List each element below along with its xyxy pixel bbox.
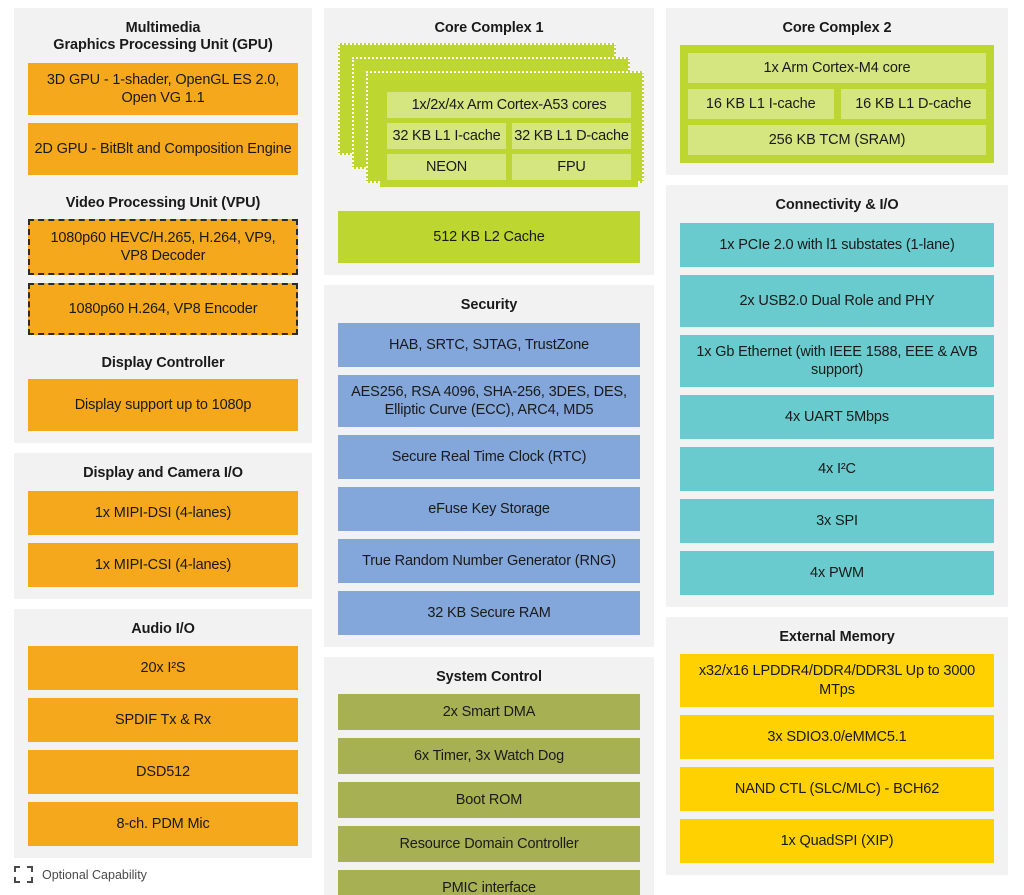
cc2-row-l1: 16 KB L1 I-cache 16 KB L1 D-cache (688, 89, 986, 120)
block-resource-domain-controller[interactable]: Resource Domain Controller (338, 826, 640, 863)
subtitle-vpu: Video Processing Unit (VPU) (65, 195, 261, 212)
cc1-row-l1: 32 KB L1 I-cache 32 KB L1 D-cache (387, 123, 631, 150)
block-pdm-mic[interactable]: 8-ch. PDM Mic (28, 802, 298, 847)
diagram-columns: Multimedia Graphics Processing Unit (GPU… (14, 8, 1010, 895)
block-secure-ram[interactable]: 32 KB Secure RAM (338, 591, 640, 636)
block-lpddr4[interactable]: x32/x16 LPDDR4/DDR4/DDR3L Up to 3000 MTp… (680, 654, 994, 707)
cc2-row-tcm: 256 KB TCM (SRAM) (688, 125, 986, 156)
middle-column: Core Complex 1 1x/2x/4x Arm Cortex-A53 c… (324, 8, 654, 895)
cell-a53-cores[interactable]: 1x/2x/4x Arm Cortex-A53 cores (387, 92, 631, 119)
block-pcie[interactable]: 1x PCIe 2.0 with l1 substates (1-lane) (680, 222, 994, 267)
block-spdif[interactable]: SPDIF Tx & Rx (28, 698, 298, 743)
cc1-row-neon-fpu: NEON FPU (387, 154, 631, 181)
block-gb-ethernet[interactable]: 1x Gb Ethernet (with IEEE 1588, EEE & AV… (680, 334, 994, 388)
block-mipi-dsi[interactable]: 1x MIPI-DSI (4-lanes) (28, 490, 298, 535)
panel-title-system-control: System Control (436, 669, 542, 686)
block-2d-gpu[interactable]: 2D GPU - BitBlt and Composition Engine (28, 123, 298, 176)
core-complex-1-stack: 1x/2x/4x Arm Cortex-A53 cores 32 KB L1 I… (338, 43, 644, 201)
panel-audio-io: Audio I/O 20x I²S SPDIF Tx & Rx DSD512 8… (14, 608, 312, 859)
panel-connectivity: Connectivity & I/O 1x PCIe 2.0 with l1 s… (666, 185, 1008, 608)
block-spi[interactable]: 3x SPI (680, 499, 994, 544)
block-timer-watchdog[interactable]: 6x Timer, 3x Watch Dog (338, 738, 640, 775)
block-nand-ctl[interactable]: NAND CTL (SLC/MLC) - BCH62 (680, 766, 994, 811)
multimedia-title-line1: Multimedia (125, 20, 201, 36)
block-i2c[interactable]: 4x I²C (680, 447, 994, 492)
panel-multimedia: Multimedia Graphics Processing Unit (GPU… (14, 8, 312, 444)
cell-l1-icache[interactable]: 32 KB L1 I-cache (387, 123, 506, 150)
cell-m4-core[interactable]: 1x Arm Cortex-M4 core (688, 53, 986, 84)
panel-title-core-complex-1: Core Complex 1 (434, 20, 544, 36)
block-l2-cache[interactable]: 512 KB L2 Cache (338, 211, 640, 264)
panel-system-control: System Control 2x Smart DMA 6x Timer, 3x… (324, 657, 654, 895)
block-quadspi[interactable]: 1x QuadSPI (XIP) (680, 818, 994, 863)
block-display-support[interactable]: Display support up to 1080p (28, 379, 298, 432)
block-i2s[interactable]: 20x I²S (28, 646, 298, 691)
block-crypto-algos[interactable]: AES256, RSA 4096, SHA-256, 3DES, DES, El… (338, 374, 640, 428)
multimedia-title-line2: Graphics Processing Unit (GPU) (53, 37, 273, 54)
block-video-encoder[interactable]: 1080p60 H.264, VP8 Encoder (28, 283, 298, 336)
block-pwm[interactable]: 4x PWM (680, 551, 994, 596)
block-rng[interactable]: True Random Number Generator (RNG) (338, 539, 640, 584)
panel-title-audio-io: Audio I/O (131, 620, 195, 637)
subtitle-display-controller: Display Controller (101, 355, 225, 372)
panel-display-camera-io: Display and Camera I/O 1x MIPI-DSI (4-la… (14, 453, 312, 599)
legend-label: Optional Capability (42, 867, 147, 882)
block-efuse-key-storage[interactable]: eFuse Key Storage (338, 487, 640, 532)
block-3d-gpu[interactable]: 3D GPU - 1-shader, OpenGL ES 2.0, Open V… (28, 62, 298, 116)
cell-fpu[interactable]: FPU (512, 154, 631, 181)
block-dsd512[interactable]: DSD512 (28, 750, 298, 795)
block-mipi-csi[interactable]: 1x MIPI-CSI (4-lanes) (28, 542, 298, 587)
block-secure-rtc[interactable]: Secure Real Time Clock (RTC) (338, 435, 640, 480)
cell-neon[interactable]: NEON (387, 154, 506, 181)
panel-security: Security HAB, SRTC, SJTAG, TrustZone AES… (324, 285, 654, 648)
cell-m4-l1-icache[interactable]: 16 KB L1 I-cache (688, 89, 834, 120)
cell-tcm-sram[interactable]: 256 KB TCM (SRAM) (688, 125, 986, 156)
panel-title-external-memory: External Memory (779, 629, 895, 646)
core-complex-2-card: 1x Arm Cortex-M4 core 16 KB L1 I-cache 1… (680, 45, 994, 164)
cell-m4-l1-dcache[interactable]: 16 KB L1 D-cache (840, 89, 986, 120)
core-complex-1-front-card: 1x/2x/4x Arm Cortex-A53 cores 32 KB L1 I… (380, 85, 638, 188)
panel-external-memory: External Memory x32/x16 LPDDR4/DDR4/DDR3… (666, 617, 1008, 875)
panel-title-display-camera-io: Display and Camera I/O (83, 465, 243, 482)
block-hab-srtc[interactable]: HAB, SRTC, SJTAG, TrustZone (338, 322, 640, 367)
panel-title-security: Security (460, 297, 518, 314)
block-usb[interactable]: 2x USB2.0 Dual Role and PHY (680, 274, 994, 327)
cc2-row-core: 1x Arm Cortex-M4 core (688, 53, 986, 84)
block-sdio-emmc[interactable]: 3x SDIO3.0/eMMC5.1 (680, 714, 994, 759)
panel-title-connectivity: Connectivity & I/O (775, 197, 899, 214)
panel-core-complex-1: Core Complex 1 1x/2x/4x Arm Cortex-A53 c… (324, 8, 654, 276)
block-pmic-interface[interactable]: PMIC interface (338, 870, 640, 895)
block-boot-rom[interactable]: Boot ROM (338, 782, 640, 819)
right-column: Core Complex 2 1x Arm Cortex-M4 core 16 … (666, 8, 1008, 875)
panel-title-core-complex-2: Core Complex 2 (782, 20, 892, 36)
legend: Optional Capability (14, 866, 147, 883)
panel-title-multimedia: Multimedia Graphics Processing Unit (GPU… (28, 16, 298, 63)
block-uart[interactable]: 4x UART 5Mbps (680, 395, 994, 440)
panel-core-complex-2: Core Complex 2 1x Arm Cortex-M4 core 16 … (666, 8, 1008, 176)
left-column: Multimedia Graphics Processing Unit (GPU… (14, 8, 312, 859)
cc1-row-cores: 1x/2x/4x Arm Cortex-A53 cores (387, 92, 631, 119)
block-video-decoder[interactable]: 1080p60 HEVC/H.265, H.264, VP9, VP8 Deco… (28, 219, 298, 276)
legend-dashed-swatch-icon (14, 866, 33, 883)
cell-l1-dcache[interactable]: 32 KB L1 D-cache (512, 123, 631, 150)
block-smart-dma[interactable]: 2x Smart DMA (338, 694, 640, 731)
